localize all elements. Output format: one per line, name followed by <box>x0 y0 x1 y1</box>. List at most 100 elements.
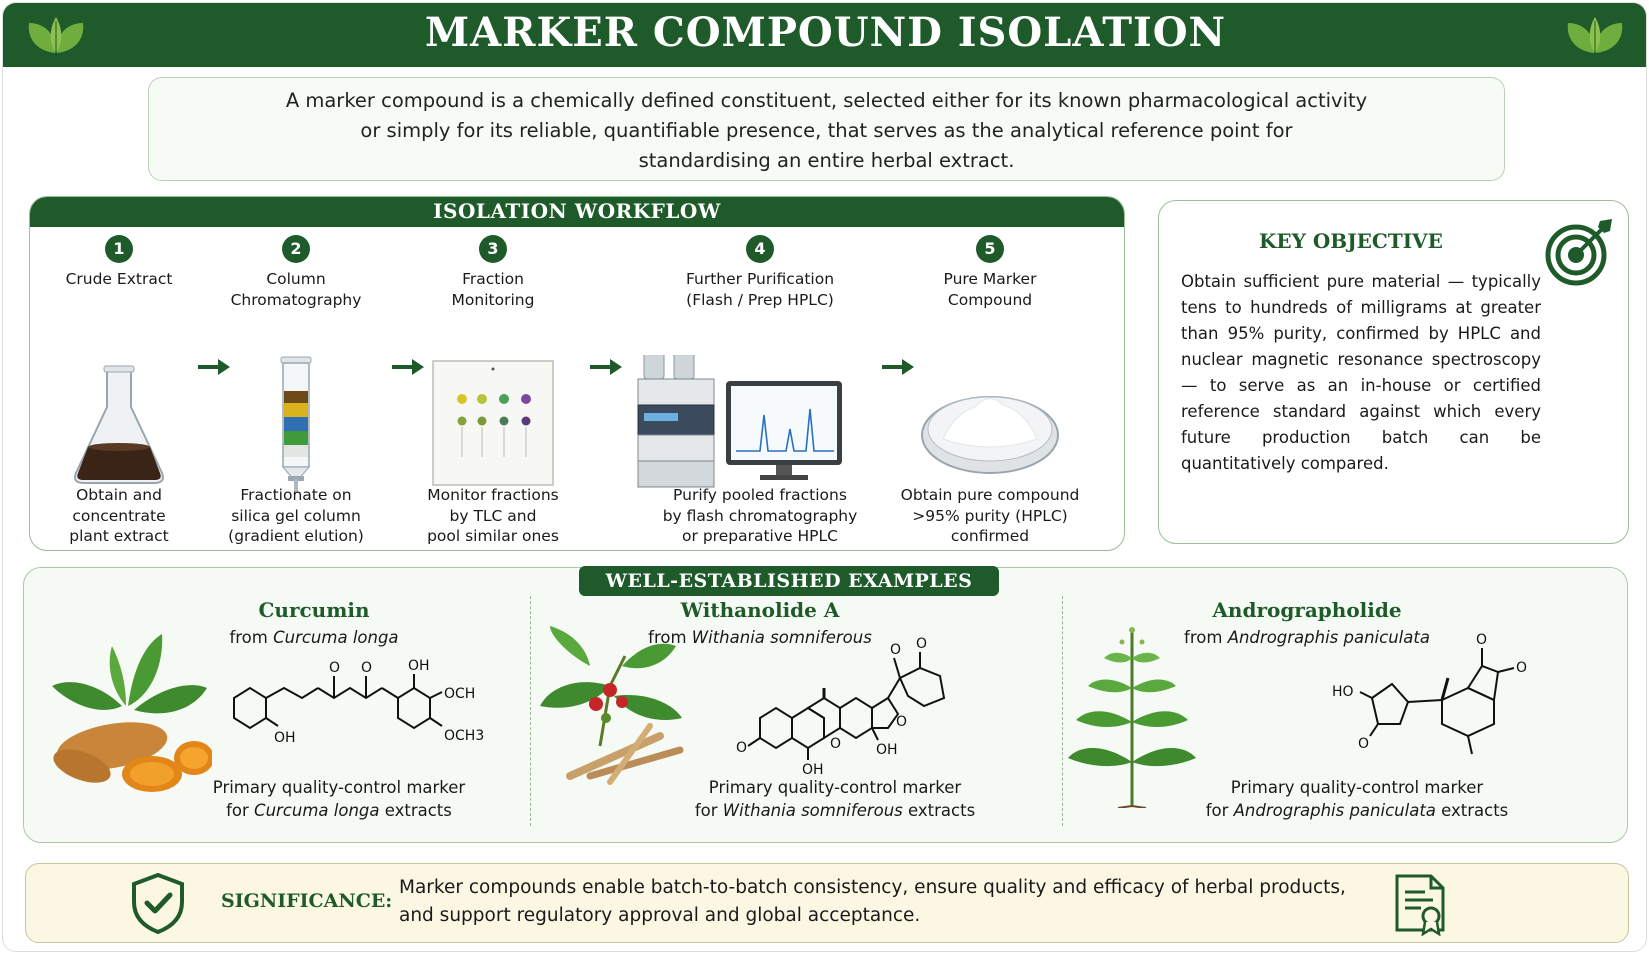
step-number: 1 <box>105 235 133 263</box>
key-objective-text: Obtain sufficient pure material — typica… <box>1181 272 1541 473</box>
curcumin-structure: O O OH OCH OH OCH3 <box>233 658 484 746</box>
step-desc-line: pool similar ones <box>427 527 559 545</box>
workflow-step-2: 2 Column Chromatography Fractionate on s… <box>191 235 401 545</box>
source-species: Andrographis paniculata <box>1227 628 1430 647</box>
atom-label: O <box>896 714 907 730</box>
tlc-plate-icon <box>432 360 554 486</box>
step-title-line: Compound <box>947 291 1033 309</box>
step-description: Fractionate on silica gel column (gradie… <box>191 485 401 547</box>
source-prefix: from <box>1184 628 1228 647</box>
step-number: 3 <box>479 235 507 263</box>
step-title: Crude Extract <box>30 269 224 315</box>
step-title: Pure Marker Compound <box>885 269 1095 315</box>
role-prefix: for <box>226 801 255 820</box>
hplc-icon <box>637 355 842 488</box>
step-title-line: Column <box>266 270 326 288</box>
role-line: for Withania somniferous extracts <box>670 799 1000 822</box>
petri-dish-icon <box>921 396 1059 474</box>
workflow-step-3: 3 Fraction Monitoring Monitor fractions … <box>388 235 598 545</box>
role-species: Withania somniferous <box>722 801 903 820</box>
dashed-divider <box>530 596 531 826</box>
page-title: MARKER COMPOUND ISOLATION <box>424 9 1227 56</box>
andrographis-illustration <box>1068 627 1196 808</box>
example-source: from Curcuma longa <box>184 628 444 647</box>
step-desc-line: concentrate <box>72 506 166 525</box>
atom-label: O <box>916 636 927 652</box>
step-desc-line: plant extract <box>69 527 169 545</box>
atom-label: O <box>361 660 372 676</box>
role-suffix: extracts <box>902 801 976 820</box>
arrow-right-icon <box>590 359 622 375</box>
ashwagandha-illustration <box>540 626 684 785</box>
atom-label: O <box>1358 736 1369 752</box>
step-desc-line: by TLC and <box>449 506 537 525</box>
example-curcumin: Curcumin from Curcuma longa <box>24 598 530 838</box>
source-species: Curcuma longa <box>273 628 399 647</box>
significance-banner: SIGNIFICANCE: Marker compounds enable ba… <box>25 863 1629 943</box>
role-suffix: extracts <box>1435 801 1509 820</box>
source-prefix: from <box>648 628 692 647</box>
withanolide-a-structure: O O O OH O OH O <box>736 636 946 778</box>
key-objective-panel: KEY OBJECTIVE Obtain sufficient pure mat… <box>1158 200 1629 544</box>
definition-box: A marker compound is a chemically define… <box>148 77 1505 181</box>
significance-line: Marker compounds enable batch-to-batch c… <box>399 877 1346 898</box>
atom-label: OH <box>802 762 824 778</box>
role-line: Primary quality-control marker <box>1230 778 1484 797</box>
definition-line: standardising an entire herbal extract. <box>638 149 1015 172</box>
step-title-line: Fraction <box>462 270 524 288</box>
example-role: Primary quality-control marker for Andro… <box>1172 776 1542 822</box>
atom-label: O <box>890 642 901 658</box>
step-description: Purify pooled fractions by flash chromat… <box>630 485 890 547</box>
atom-label: OH <box>876 742 898 758</box>
step-desc-line: by flash chromatography <box>662 506 858 525</box>
step-title-line: Pure Marker <box>943 270 1037 288</box>
shield-check-icon <box>132 872 184 934</box>
andrographolide-structure: O O HO O <box>1332 632 1527 755</box>
example-role: Primary quality-control marker for Witha… <box>670 776 1000 822</box>
significance-label: SIGNIFICANCE: <box>221 890 393 912</box>
role-suffix: extracts <box>379 801 452 820</box>
role-line: Primary quality-control marker <box>708 778 962 797</box>
step-desc-line: silica gel column <box>231 506 361 525</box>
step-number: 5 <box>976 235 1004 263</box>
column-icon <box>280 356 312 493</box>
step-title-line: (Flash / Prep HPLC) <box>686 291 834 309</box>
isolation-workflow-panel: ISOLATION WORKFLOW 1 Crude Extract Obtai… <box>29 196 1125 551</box>
atom-label: HO <box>1332 684 1354 700</box>
examples-title: WELL-ESTABLISHED EXAMPLES <box>579 566 999 596</box>
source-species: Withania somniferous <box>691 628 872 647</box>
role-line: Primary quality-control marker <box>212 778 466 797</box>
workflow-title-band <box>30 197 1124 227</box>
step-desc-line: Obtain pure compound <box>900 486 1080 504</box>
example-source: from Andrographis paniculata <box>1162 628 1452 647</box>
role-prefix: for <box>1205 801 1234 820</box>
source-prefix: from <box>229 628 274 647</box>
example-role: Primary quality-control marker for Curcu… <box>174 776 504 822</box>
step-title-line: Crude Extract <box>65 270 173 288</box>
step-description: Monitor fractions by TLC and pool simila… <box>388 485 598 547</box>
workflow-step-1: 1 Crude Extract Obtain and concentrate p… <box>30 235 224 545</box>
step-desc-line: Monitor fractions <box>427 486 559 504</box>
example-withanolide-a: Withanolide A from Withania somniferous <box>530 598 1062 838</box>
arrow-right-icon <box>198 359 230 375</box>
step-desc-line: >95% purity (HPLC) <box>912 506 1068 525</box>
atom-label: O <box>736 740 747 756</box>
workflow-step-5: 5 Pure Marker Compound Obtain pure compo… <box>885 235 1095 545</box>
definition-line: or simply for its reliable, quantifiable… <box>360 119 1293 142</box>
role-prefix: for <box>694 801 723 820</box>
example-source: from Withania somniferous <box>630 628 890 647</box>
atom-label: OCH3 <box>444 728 484 744</box>
target-icon <box>1545 219 1612 286</box>
step-title-line: Chromatography <box>230 291 362 309</box>
step-number: 4 <box>746 235 774 263</box>
leaf-icon <box>1567 17 1623 53</box>
role-species: Andrographis paniculata <box>1233 801 1436 820</box>
step-title: Fraction Monitoring <box>388 269 598 315</box>
significance-text: Marker compounds enable batch-to-batch c… <box>399 874 1359 930</box>
step-desc-line: Purify pooled fractions <box>673 486 847 504</box>
workflow-step-4: 4 Further Purification (Flash / Prep HPL… <box>630 235 890 545</box>
atom-label: OCH <box>444 686 475 702</box>
atom-label: OH <box>408 658 430 674</box>
step-title: Further Purification (Flash / Prep HPLC) <box>630 269 890 315</box>
